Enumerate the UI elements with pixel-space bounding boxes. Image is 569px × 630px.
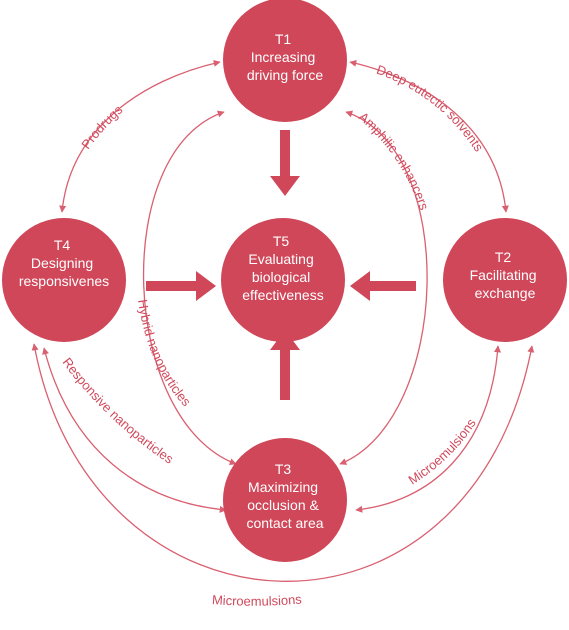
arrow-t4-to-t5 <box>146 271 216 301</box>
node-t2: T2 Facilitating exchange <box>443 218 567 342</box>
node-t3-id: T3 <box>275 461 292 477</box>
node-t3: T3 Maximizing occlusion & contact area <box>223 438 347 562</box>
node-t4-id: T4 <box>54 237 71 253</box>
node-t5-line2: biological <box>252 269 310 285</box>
node-t3-line2: occlusion & <box>247 497 319 513</box>
edge-t4-t2-bottom <box>31 343 535 582</box>
node-t5-line3: effectiveness <box>242 287 323 303</box>
node-t3-line1: Maximizing <box>248 479 318 495</box>
node-t4-line1: Designing <box>31 255 93 271</box>
svg-text:T2 Facilitating ex: T2 Facilitating exchange <box>470 249 541 301</box>
node-t5-line1: Evaluating <box>248 251 313 267</box>
label-amphilic: Amphilic enhancers <box>356 109 432 212</box>
node-t1-id: T1 <box>275 31 292 47</box>
node-t1: T1 Increasing driving force <box>223 0 347 122</box>
svg-text:T4 Designing respo: T4 Designing responsivenes <box>19 237 109 289</box>
node-t2-id: T2 <box>495 249 512 265</box>
node-t2-line2: exchange <box>475 285 536 301</box>
label-prodrugs: Prodrugs <box>78 102 125 152</box>
node-t3-line3: contact area <box>246 515 323 531</box>
label-microemulsions-right: Microemulsions <box>406 415 479 487</box>
svg-text:T1 Increasing driv: T1 Increasing driving force <box>247 31 323 83</box>
label-microemulsions-bottom: Microemulsions <box>212 591 303 608</box>
node-t2-line1: Facilitating <box>470 267 537 283</box>
node-t1-line1: Increasing <box>251 49 316 65</box>
node-t1-line2: driving force <box>247 67 323 83</box>
edge-t4-t3 <box>42 347 227 513</box>
arrow-t2-to-t5 <box>350 271 416 301</box>
svg-text:T3 Maximizing occl: T3 Maximizing occlusion & contact area <box>246 461 323 531</box>
node-t4: T4 Designing responsivenes <box>2 218 126 342</box>
node-t4-line2: responsivenes <box>19 273 109 289</box>
arrow-t1-to-t5 <box>270 130 300 196</box>
edge-t1-t2 <box>349 59 509 213</box>
svg-text:T5 Evaluating biol: T5 Evaluating biological effectiveness <box>242 233 323 303</box>
edge-t2-t3 <box>355 345 502 513</box>
edge-t1-t4 <box>59 59 221 213</box>
node-t5: T5 Evaluating biological effectiveness <box>221 218 345 342</box>
node-t5-id: T5 <box>273 233 290 249</box>
label-hybrid: Hybrid nanoparticles <box>135 298 194 409</box>
arrow-t3-to-t5 <box>270 330 300 400</box>
